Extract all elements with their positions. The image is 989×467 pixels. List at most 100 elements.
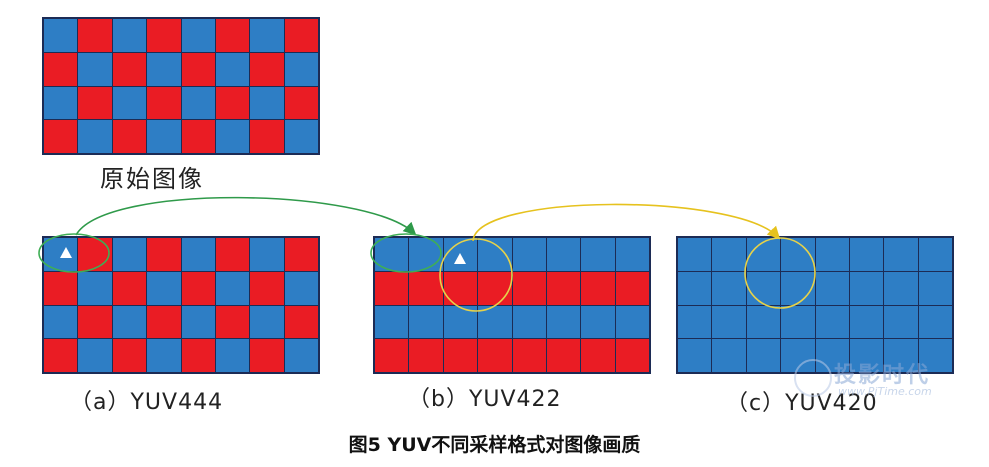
grid-cell [250,86,284,120]
grid-cell [849,339,884,372]
grid-cell [44,238,78,271]
figure-caption: 图5 YUV不同采样格式对图像画质 [348,434,641,456]
grid-cell [44,86,78,120]
grid-cell [546,271,581,305]
grid-cell [546,238,581,271]
grid-cell [512,271,546,305]
grid-cell [284,339,318,372]
grid-cell [375,305,409,339]
grid-cell [215,86,250,120]
grid-cell [746,339,781,372]
yuv444-label: （a）YUV444 [70,390,224,415]
grid-cell [781,271,815,305]
grid-cell [44,120,78,153]
grid-cell [918,238,952,271]
grid-cell [712,305,746,339]
grid-cell [78,305,112,339]
watermark-text: 投影时代 [834,363,931,388]
grid-cell [746,238,781,271]
grid-cell [884,238,918,271]
grid-cell [44,52,78,86]
grid-cell [546,305,581,339]
grid-cell [849,238,884,271]
grid-cell [181,52,215,86]
grid-cell [112,120,147,153]
grid-cell [678,305,712,339]
grid-cell [375,339,409,372]
grid-cell [181,238,215,271]
grid-cell [712,339,746,372]
grid-cell [615,305,649,339]
grid-cell [250,120,284,153]
original-image-label: 原始图像 [100,165,204,193]
grid-cell [112,86,147,120]
grid-cell [815,238,849,271]
watermark-logo: 投影时代 www.PjTime.com [794,357,944,405]
grid-cell [615,339,649,372]
grid-cell [112,19,147,52]
grid-cell [215,52,250,86]
grid-cell [112,238,147,271]
grid-cell [215,19,250,52]
grid-cell [512,339,546,372]
grid-cell [884,305,918,339]
grid-cell [250,52,284,86]
grid-cell [512,305,546,339]
grid-cell [44,339,78,372]
triangle-marker-b [454,253,466,264]
grid-cell [581,305,615,339]
grid-cell [615,271,649,305]
grid-cell [181,120,215,153]
grid-cell [147,120,181,153]
grid-cell [284,238,318,271]
annotation-overlay [38,196,816,312]
figure-area: 原始图像 （a）YUV444 （b）YUV422 （c）YUV420 投影时代 … [36,13,958,416]
yuv422-label: （b）YUV422 [408,387,562,412]
grid-cell [918,339,952,372]
grid-cell [181,339,215,372]
grid-cell [78,238,112,271]
original-image-grid [42,17,320,155]
grid-cell [581,271,615,305]
grid-cell [478,271,512,305]
grid-cell [147,52,181,86]
triangle-marker-a [60,247,72,258]
grid-cell [215,271,250,305]
watermark-circle-icon [794,359,832,397]
green-arrow [75,196,417,236]
grid-cell [815,305,849,339]
grid-cell [678,238,712,271]
grid-cell [78,52,112,86]
grid-cell [147,238,181,271]
grid-cell [147,339,181,372]
grid-cell [44,305,78,339]
grid-cell [112,305,147,339]
grid-cell [409,339,443,372]
grid-cell [409,271,443,305]
grid-cell [746,305,781,339]
grid-cell [78,86,112,120]
grid-cell [512,238,546,271]
grid-cell [678,271,712,305]
grid-cell [250,271,284,305]
grid-cell [284,120,318,153]
grid-cell [112,52,147,86]
grid-cell [478,339,512,372]
grid-cell [712,271,746,305]
grid-cell [581,339,615,372]
grid-cell [181,19,215,52]
grid-cell [215,339,250,372]
grid-cell [409,305,443,339]
grid-cell [250,238,284,271]
grid-cell [443,339,478,372]
yuv420-grid [676,236,954,374]
grid-cell [215,120,250,153]
grid-cell [78,339,112,372]
watermark-url: www.PjTime.com [838,385,932,398]
grid-cell [284,52,318,86]
grid-cell [181,305,215,339]
grid-cell [250,305,284,339]
grid-cell [284,271,318,305]
grid-cell [250,339,284,372]
grid-cell [284,86,318,120]
